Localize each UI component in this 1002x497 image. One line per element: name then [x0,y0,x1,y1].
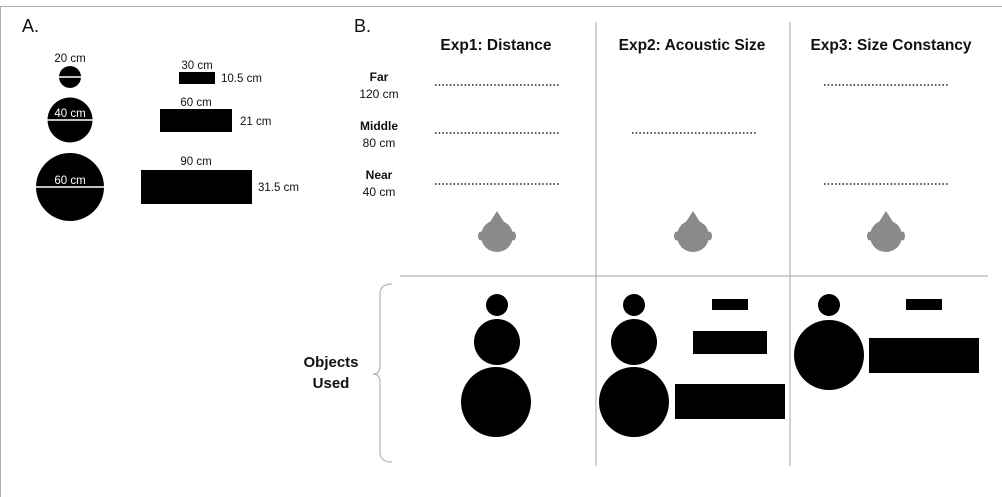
exp3-rect-small [906,299,942,310]
distance-far-name: Far [370,70,389,84]
exp2-objects [599,294,785,437]
panel-b: B. Exp1: Distance Exp2: Acoustic Size Ex… [303,16,988,466]
exp1-title: Exp1: Distance [440,37,552,54]
circle-large-label: 60 cm [54,175,85,187]
exp2-circle-small [623,294,645,316]
panel-a-label: A. [22,16,39,36]
exp1-circle-small [486,294,508,316]
exp1-circle-medium [474,319,520,365]
distance-near: Near 40 cm [363,168,396,199]
exp3-title: Exp3: Size Constancy [810,37,971,54]
objects-bracket [372,283,393,463]
exp2-rect-small [712,299,748,310]
exp2-title: Exp2: Acoustic Size [619,37,766,54]
panel-a-circle-small: 20 cm [54,53,86,88]
rect-medium [160,109,232,132]
circle-medium-label: 40 cm [54,108,85,120]
rect-large [141,170,252,204]
distance-middle: Middle 80 cm [360,119,398,150]
exp1-objects [461,294,531,437]
distance-middle-name: Middle [360,119,398,133]
rect-small-height-label: 10.5 cm [221,73,262,85]
exp3-objects [794,294,979,390]
dotted-lines [435,84,949,185]
panel-a-circle-large: 60 cm [36,153,104,221]
rect-small [179,72,215,84]
panel-a-rect-medium: 60 cm 21 cm [160,97,271,132]
listener-head-exp1 [478,211,516,252]
exp2-rect-large [675,384,785,419]
objects-label-line1: Objects [303,354,358,371]
rect-medium-width-label: 60 cm [180,97,211,109]
listener-head-exp3 [867,211,905,252]
panel-b-grid [400,22,988,466]
circle-small-label: 20 cm [54,53,85,65]
panel-a-circle-medium: 40 cm [47,97,93,143]
distance-middle-value: 80 cm [363,136,396,150]
exp2-circle-large [599,367,669,437]
distance-far: Far 120 cm [359,70,398,101]
exp1-circle-large [461,367,531,437]
rect-small-width-label: 30 cm [181,60,212,72]
rect-large-height-label: 31.5 cm [258,182,299,194]
rect-medium-height-label: 21 cm [240,116,271,128]
figure-border [0,6,1002,497]
exp2-rect-medium [693,331,767,354]
panel-a-rect-small: 30 cm 10.5 cm [179,60,262,85]
exp3-circle-small [818,294,840,316]
exp2-circle-medium [611,319,657,365]
exp3-rect-large [869,338,979,373]
listener-head-exp2 [674,211,712,252]
exp3-circle-large [794,320,864,390]
distance-near-value: 40 cm [363,185,396,199]
rect-large-width-label: 90 cm [180,156,211,168]
distance-far-value: 120 cm [359,87,398,101]
panel-a: A. 20 cm 40 cm 60 cm 30 cm 10.5 cm 60 cm… [22,16,299,221]
distance-near-name: Near [366,168,393,182]
panel-a-rect-large: 90 cm 31.5 cm [141,156,299,204]
objects-label-line2: Used [313,375,350,392]
panel-b-label: B. [354,16,371,36]
